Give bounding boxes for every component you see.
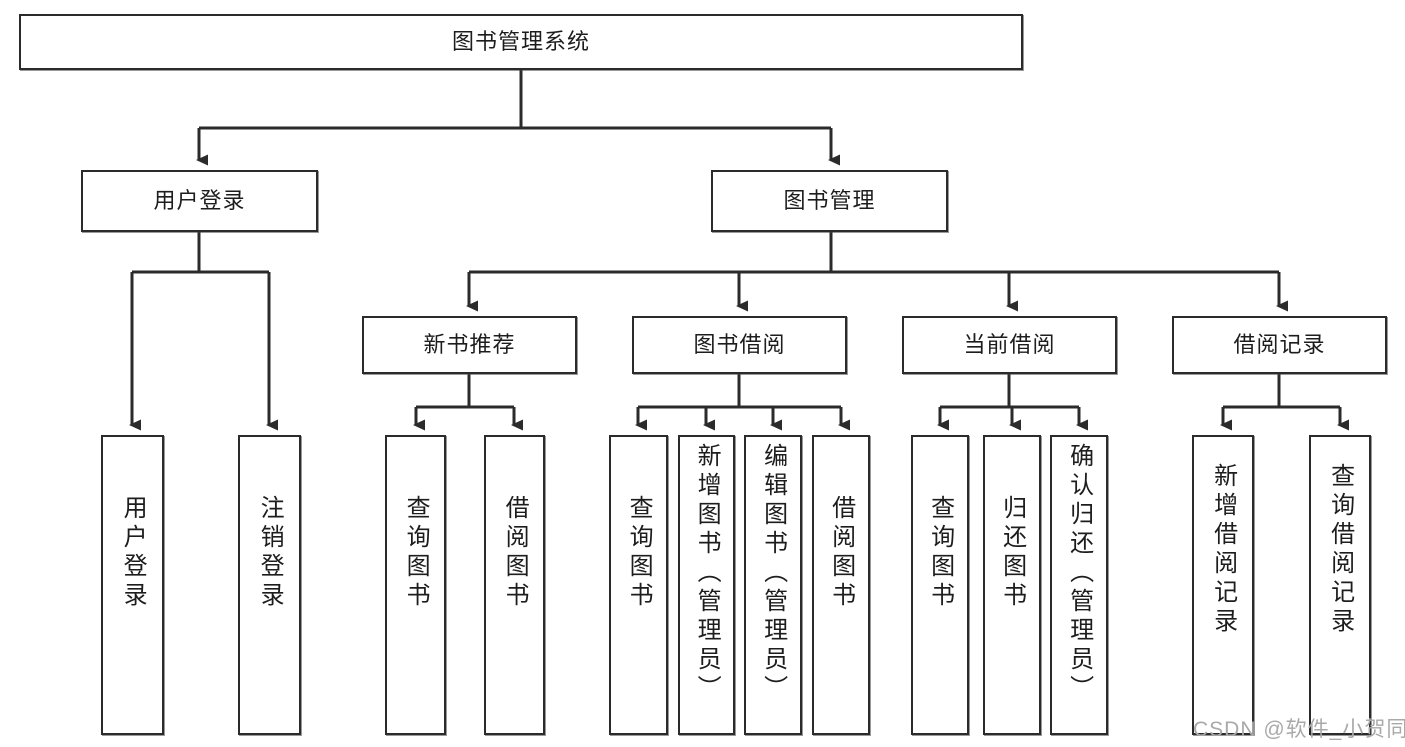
leaf-user-login[interactable]: 用户登录 [101, 435, 164, 735]
leaf-borrow-book[interactable]: 借阅图书 [812, 435, 870, 735]
leaf-borrow-book-recommend-label: 借阅图书 [501, 495, 529, 611]
leaf-confirm-return-admin-label: 确认归还（管理员） [1065, 443, 1093, 704]
leaf-user-logout[interactable]: 注销登录 [238, 435, 301, 735]
leaf-query-borrow-record-label: 查询借阅记录 [1326, 463, 1354, 637]
node-book-management[interactable]: 图书管理 [711, 170, 948, 232]
node-user-login-label: 用户登录 [153, 188, 246, 214]
leaf-query-book-borrow[interactable]: 查询图书 [609, 435, 668, 735]
leaf-edit-book-admin-label: 编辑图书（管理员） [759, 443, 787, 704]
leaf-add-borrow-record[interactable]: 新增借阅记录 [1192, 435, 1254, 735]
leaf-query-book-borrow-label: 查询图书 [625, 495, 653, 611]
node-user-login[interactable]: 用户登录 [81, 170, 318, 232]
node-new-book-recommend[interactable]: 新书推荐 [362, 316, 577, 374]
leaf-borrow-book-label: 借阅图书 [827, 495, 855, 611]
leaf-add-borrow-record-label: 新增借阅记录 [1209, 463, 1237, 637]
node-root-label: 图书管理系统 [451, 29, 590, 55]
leaf-borrow-book-recommend[interactable]: 借阅图书 [484, 435, 545, 735]
node-borrow-record-label: 借阅记录 [1233, 332, 1326, 358]
leaf-edit-book-admin[interactable]: 编辑图书（管理员） [744, 435, 802, 735]
leaf-query-book-current-label: 查询图书 [926, 495, 954, 611]
leaf-query-book-recommend[interactable]: 查询图书 [385, 435, 446, 735]
leaf-user-login-label: 用户登录 [119, 495, 147, 611]
leaf-return-book[interactable]: 归还图书 [983, 435, 1041, 735]
leaf-query-borrow-record[interactable]: 查询借阅记录 [1309, 435, 1371, 735]
node-root[interactable]: 图书管理系统 [19, 14, 1023, 70]
node-book-management-label: 图书管理 [783, 188, 876, 214]
csdn-watermark: CSDN @软件_小贺同学 [1193, 718, 1405, 741]
leaf-add-book-admin[interactable]: 新增图书（管理员） [678, 435, 735, 735]
node-book-borrow[interactable]: 图书借阅 [632, 316, 847, 374]
node-new-book-recommend-label: 新书推荐 [423, 332, 516, 358]
leaf-confirm-return-admin[interactable]: 确认归还（管理员） [1050, 435, 1108, 735]
node-book-borrow-label: 图书借阅 [693, 332, 786, 358]
leaf-return-book-label: 归还图书 [998, 495, 1026, 611]
leaf-query-book-current[interactable]: 查询图书 [911, 435, 969, 735]
leaf-add-book-admin-label: 新增图书（管理员） [693, 443, 721, 704]
leaf-user-logout-label: 注销登录 [256, 495, 284, 611]
node-current-borrow-label: 当前借阅 [963, 332, 1056, 358]
leaf-query-book-recommend-label: 查询图书 [402, 495, 430, 611]
node-current-borrow[interactable]: 当前借阅 [902, 316, 1117, 374]
node-borrow-record[interactable]: 借阅记录 [1172, 316, 1387, 374]
